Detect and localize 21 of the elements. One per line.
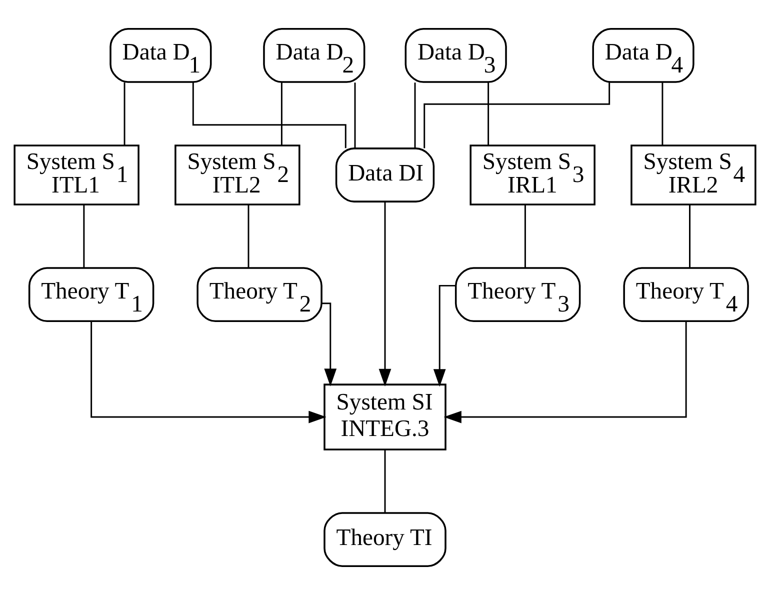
connector: [280, 82, 282, 146]
connector: [124, 82, 126, 146]
node-box: Theory TI: [324, 512, 446, 567]
connector: [524, 204, 526, 268]
arrow: [322, 302, 337, 386]
arrow: [378, 202, 392, 387]
node-box: Data DI: [335, 148, 435, 202]
connector: [83, 204, 85, 268]
arrow: [433, 284, 456, 387]
connector: [414, 82, 416, 148]
connector: [662, 82, 664, 146]
connector: [354, 82, 356, 148]
arrow: [90, 321, 326, 424]
connector: [424, 82, 610, 148]
connector: [192, 82, 346, 148]
connector: [488, 82, 490, 146]
connector: [384, 450, 386, 513]
connector: [248, 204, 250, 268]
arrow: [444, 321, 687, 424]
node-box: System SI INTEG.3: [324, 384, 446, 450]
connector: [689, 204, 690, 268]
